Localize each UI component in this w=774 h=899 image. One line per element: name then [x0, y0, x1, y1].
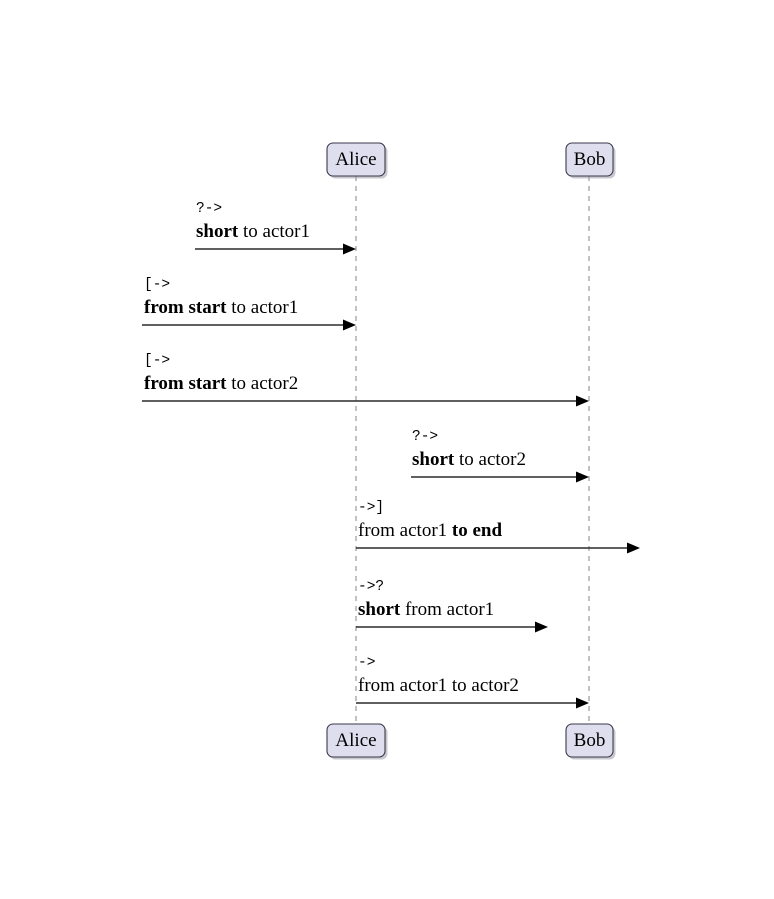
message-arrowhead — [535, 621, 548, 633]
message-syntax-label: ?-> — [412, 429, 438, 445]
lifelines-group — [355, 176, 590, 724]
message-arrowhead — [576, 471, 589, 483]
message-text-label: short to actor1 — [196, 221, 310, 242]
message-text-label: short to actor2 — [412, 449, 526, 470]
message-text-label: from actor1 to actor2 — [358, 675, 519, 696]
message-syntax-label: ->? — [358, 579, 384, 595]
message-text-bold: from start — [144, 297, 227, 318]
message-text-plain: to actor2 — [454, 449, 526, 470]
message-text-bold: from start — [144, 373, 227, 394]
actor-box-actor2-bottom[interactable]: Bob — [565, 723, 616, 760]
actor-box-actor1-bottom[interactable]: Alice — [326, 723, 388, 760]
actor-box-rect — [326, 723, 386, 758]
actor-box-rect — [326, 142, 386, 177]
message-arrowhead — [343, 319, 356, 331]
message-text-bold: short — [358, 599, 401, 620]
message-text-plain: to actor1 — [238, 221, 310, 242]
message-1[interactable]: ?-> short to actor1 — [195, 201, 356, 255]
message-text-label: from start to actor1 — [144, 297, 298, 318]
message-text-plain: from actor1 to actor2 — [358, 675, 519, 696]
message-7[interactable]: -> from actor1 to actor2 — [356, 655, 589, 709]
messages-group: ?-> short to actor1 [-> from start to actor… — [142, 201, 640, 709]
message-4[interactable]: ?-> short to actor2 — [411, 429, 589, 483]
message-arrowhead — [343, 243, 356, 255]
message-6[interactable]: ->? short from actor1 — [356, 579, 548, 633]
message-arrowhead — [627, 542, 640, 554]
actor-box-rect — [565, 142, 614, 177]
message-syntax-label: ->] — [358, 500, 384, 516]
message-5[interactable]: ->] from actor1 to end — [356, 500, 640, 554]
message-text-label: short from actor1 — [358, 599, 494, 620]
actor-label-actor1: Alice — [335, 149, 376, 170]
message-text-bold: short — [196, 221, 239, 242]
actor-label-actor2: Bob — [574, 730, 606, 751]
message-text-plain: from actor1 — [400, 599, 494, 620]
message-syntax-label: [-> — [144, 277, 170, 293]
message-text-plain: from actor1 — [358, 520, 452, 541]
actor-label-actor1: Alice — [335, 730, 376, 751]
message-2[interactable]: [-> from start to actor1 — [142, 277, 356, 331]
message-arrowhead — [576, 395, 589, 407]
message-3[interactable]: [-> from start to actor2 — [142, 353, 589, 407]
message-syntax-label: -> — [358, 655, 375, 671]
message-text-label: from actor1 to end — [358, 520, 502, 541]
message-arrowhead — [576, 697, 589, 709]
message-text-bold: short — [412, 449, 455, 470]
message-text-plain: to actor1 — [226, 297, 298, 318]
actor-label-actor2: Bob — [574, 149, 606, 170]
message-text-plain: to actor2 — [226, 373, 298, 394]
message-text-bold: to end — [452, 520, 503, 541]
message-syntax-label: [-> — [144, 353, 170, 369]
message-text-label: from start to actor2 — [144, 373, 298, 394]
message-syntax-label: ?-> — [196, 201, 222, 217]
actor-box-actor1-top[interactable]: Alice — [326, 142, 388, 179]
actor-box-rect — [565, 723, 614, 758]
actor-box-actor2-top[interactable]: Bob — [565, 142, 616, 179]
